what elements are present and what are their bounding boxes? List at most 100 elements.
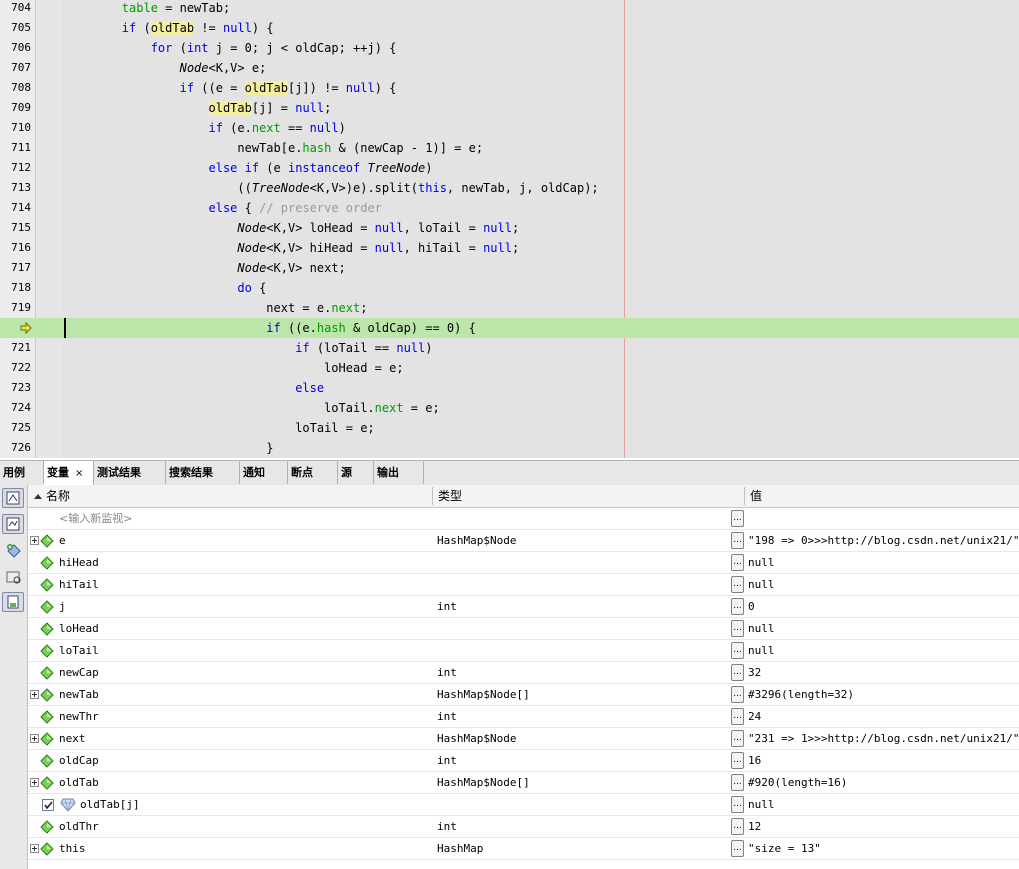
expand-toggle[interactable]: [30, 536, 39, 545]
code-text[interactable]: Node<K,V> hiHead = null, hiTail = null;: [237, 241, 520, 255]
variable-value[interactable]: #3296(length=32): [748, 688, 854, 701]
code-line[interactable]: 717 Node<K,V> next;: [0, 258, 1019, 278]
variable-row-oldTabj[interactable]: oldTab[j]...null: [28, 794, 1019, 816]
variable-value[interactable]: null: [748, 798, 775, 811]
line-number[interactable]: 722: [11, 361, 31, 374]
code-text[interactable]: ((TreeNode<K,V>)e).split(this, newTab, j…: [64, 181, 599, 195]
code-text[interactable]: for (int j = 0; j < oldCap; ++j) {: [150, 41, 397, 55]
variable-value[interactable]: null: [748, 644, 775, 657]
expand-toggle[interactable]: [30, 844, 39, 853]
show-watches-button[interactable]: [2, 514, 24, 534]
show-variables-button[interactable]: [2, 488, 24, 508]
variable-value[interactable]: null: [748, 622, 775, 635]
code-line[interactable]: 718 do {: [0, 278, 1019, 298]
value-edit-button[interactable]: ...: [731, 598, 744, 615]
line-number-gutter[interactable]: [0, 0, 36, 458]
code-line[interactable]: 713 ((TreeNode<K,V>)e).split(this, newTa…: [0, 178, 1019, 198]
value-edit-button[interactable]: ...: [731, 708, 744, 725]
value-edit-button[interactable]: ...: [731, 510, 744, 527]
line-number[interactable]: 726: [11, 441, 31, 454]
variable-row-loHead[interactable]: loHead...null: [28, 618, 1019, 640]
code-text[interactable]: do {: [237, 281, 267, 295]
variable-value[interactable]: 0: [748, 600, 755, 613]
code-line[interactable]: 705 if (oldTab != null) {: [0, 18, 1019, 38]
line-number[interactable]: 721: [11, 341, 31, 354]
column-divider[interactable]: [432, 487, 433, 505]
code-text[interactable]: else: [295, 381, 325, 395]
code-text[interactable]: Node<K,V> next;: [237, 261, 346, 275]
code-text[interactable]: newTab[e.hash & (newCap - 1)] = e;: [64, 141, 484, 155]
current-execution-line[interactable]: if ((e.hash & oldCap) == 0) {: [0, 318, 1019, 338]
new-watch-placeholder[interactable]: <输入新监视>: [59, 512, 133, 525]
tab-4[interactable]: 通知: [240, 461, 288, 484]
value-edit-button[interactable]: ...: [731, 818, 744, 835]
variable-value[interactable]: "size = 13": [748, 842, 821, 855]
code-text[interactable]: Node<K,V> e;: [179, 61, 267, 75]
line-number[interactable]: 706: [11, 41, 31, 54]
line-number[interactable]: 712: [11, 161, 31, 174]
variable-value[interactable]: 12: [748, 820, 762, 833]
code-line[interactable]: 709 oldTab[j] = null;: [0, 98, 1019, 118]
value-edit-button[interactable]: ...: [731, 840, 744, 857]
value-edit-button[interactable]: ...: [731, 532, 744, 549]
line-number[interactable]: 713: [11, 181, 31, 194]
tab-1[interactable]: 变量×: [44, 461, 94, 485]
code-text[interactable]: table = newTab;: [121, 1, 231, 15]
variable-value[interactable]: "231 => 1>>>http://blog.csdn.net/unix21/…: [748, 732, 1019, 745]
code-text[interactable]: if (e.next == null): [208, 121, 346, 135]
code-text[interactable]: oldTab[j] = null;: [208, 101, 332, 115]
code-text[interactable]: next = e.next;: [64, 301, 368, 315]
value-edit-button[interactable]: ...: [731, 752, 744, 769]
column-divider[interactable]: [744, 487, 745, 505]
line-number[interactable]: 724: [11, 401, 31, 414]
value-edit-button[interactable]: ...: [731, 774, 744, 791]
tab-0[interactable]: 用例: [0, 461, 44, 484]
code-line[interactable]: 721 if (loTail == null): [0, 338, 1019, 358]
expand-toggle[interactable]: [30, 690, 39, 699]
code-line[interactable]: 712 else if (e instanceof TreeNode): [0, 158, 1019, 178]
tab-3[interactable]: 搜索结果: [166, 461, 240, 484]
tab-6[interactable]: 源: [338, 461, 374, 484]
line-number[interactable]: 704: [11, 1, 31, 14]
value-edit-button[interactable]: ...: [731, 664, 744, 681]
code-text[interactable]: if (oldTab != null) {: [121, 21, 274, 35]
variable-row-hiTail[interactable]: hiTail...null: [28, 574, 1019, 596]
code-text[interactable]: }: [64, 441, 274, 455]
close-tab-icon[interactable]: ×: [75, 468, 84, 479]
line-number[interactable]: 725: [11, 421, 31, 434]
column-header-type[interactable]: 类型: [438, 489, 463, 503]
line-number[interactable]: 716: [11, 241, 31, 254]
evaluate-expression-button[interactable]: [2, 566, 24, 586]
watch-enabled-checkbox[interactable]: [42, 799, 54, 811]
code-text[interactable]: loHead = e;: [64, 361, 404, 375]
code-line[interactable]: 706 for (int j = 0; j < oldCap; ++j) {: [0, 38, 1019, 58]
variable-row-loTail[interactable]: loTail...null: [28, 640, 1019, 662]
code-line[interactable]: 715 Node<K,V> loHead = null, loTail = nu…: [0, 218, 1019, 238]
expand-toggle[interactable]: [30, 734, 39, 743]
variable-value[interactable]: null: [748, 578, 775, 591]
value-edit-button[interactable]: ...: [731, 796, 744, 813]
value-edit-button[interactable]: ...: [731, 730, 744, 747]
line-number[interactable]: 709: [11, 101, 31, 114]
code-line[interactable]: 725 loTail = e;: [0, 418, 1019, 438]
code-line[interactable]: 710 if (e.next == null): [0, 118, 1019, 138]
variable-row-hiHead[interactable]: hiHead...null: [28, 552, 1019, 574]
line-number[interactable]: 711: [11, 141, 31, 154]
code-text[interactable]: if (loTail == null): [295, 341, 433, 355]
line-number[interactable]: 705: [11, 21, 31, 34]
tab-2[interactable]: 测试结果: [94, 461, 166, 484]
code-line[interactable]: 708 if ((e = oldTab[j]) != null) {: [0, 78, 1019, 98]
code-line[interactable]: 716 Node<K,V> hiHead = null, hiTail = nu…: [0, 238, 1019, 258]
code-text[interactable]: loTail.next = e;: [64, 401, 440, 415]
code-line[interactable]: 724 loTail.next = e;: [0, 398, 1019, 418]
code-text[interactable]: loTail = e;: [64, 421, 375, 435]
code-line[interactable]: 711 newTab[e.hash & (newCap - 1)] = e;: [0, 138, 1019, 158]
variable-value[interactable]: 16: [748, 754, 762, 767]
